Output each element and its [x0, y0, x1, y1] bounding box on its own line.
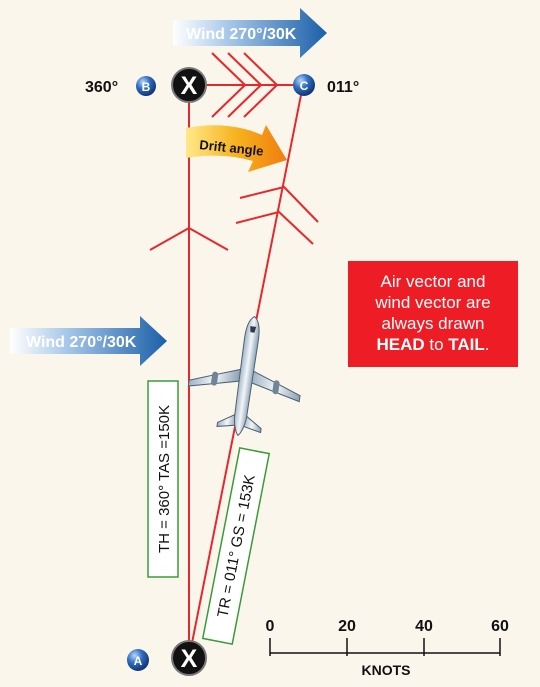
ground-vector-arrowheads [235, 185, 319, 245]
vector-rule-note-line3: always drawn [381, 314, 485, 333]
air-vector-label: TH = 360° TAS =150K [156, 405, 173, 553]
wind-vector-feathers [211, 52, 278, 118]
x-marker-b: X [171, 67, 207, 103]
vector-rule-note-tail: TAIL [448, 335, 485, 354]
point-c-letter: C [300, 79, 309, 93]
x-marker-b-symbol: X [181, 72, 198, 100]
vector-rule-note-line2: wind vector are [375, 293, 491, 312]
x-marker-a-symbol: X [181, 645, 198, 673]
scale-tick-label-0: 0 [266, 618, 275, 635]
scale-tick-label-60: 60 [491, 618, 509, 635]
vector-rule-note-head: HEAD [376, 335, 425, 354]
drift-angle-arrow: Drift angle [186, 125, 287, 172]
point-b-letter: B [142, 80, 151, 94]
vector-rule-note-period: . [484, 335, 490, 354]
scale-tick-label-20: 20 [338, 618, 356, 635]
point-a: A [127, 649, 149, 671]
air-vector-arrowhead [149, 226, 229, 251]
point-c-badge [293, 74, 315, 96]
vector-rule-note-to: to [424, 335, 449, 354]
point-a-badge [127, 649, 149, 671]
vector-rule-note-line1: Air vector and [380, 272, 486, 291]
scale-tick-label-40: 40 [415, 618, 433, 635]
point-c: C 011° [293, 74, 359, 96]
point-c-heading-label: 011° [327, 79, 359, 96]
point-b: 360° B [85, 76, 156, 96]
vector-rule-note: Air vector and wind vector are always dr… [348, 261, 518, 367]
wind-arrow-top: Wind 270°/30K [173, 8, 327, 58]
scale-title: KNOTS [362, 662, 411, 678]
wind-arrow-left-label: Wind 270°/30K [26, 334, 137, 351]
drift-angle-label: Drift angle [199, 137, 265, 159]
scale-bar: 0 20 40 60 KNOTS [266, 618, 509, 678]
vector-rule-note-line4: HEAD to TAIL. [348, 334, 518, 355]
ground-vector-label-box: TR = 011° GS = 153K [201, 447, 271, 645]
x-marker-a: X [171, 640, 207, 676]
wind-arrow-top-label: Wind 270°/30K [186, 26, 297, 43]
jet-airliner-icon [187, 316, 301, 437]
point-b-badge [136, 76, 156, 96]
point-a-letter: A [134, 654, 143, 668]
air-vector-label-box: TH = 360° TAS =150K [147, 380, 179, 578]
point-b-heading-label: 360° [85, 79, 118, 96]
wind-arrow-left: Wind 270°/30K [10, 316, 167, 366]
